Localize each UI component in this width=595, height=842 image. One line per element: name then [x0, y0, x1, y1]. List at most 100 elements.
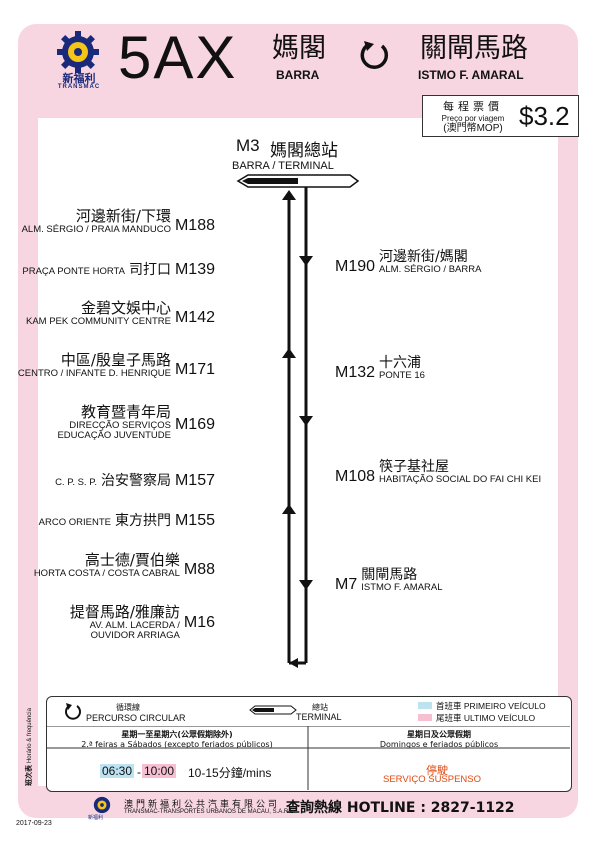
stop-code: M142 — [174, 309, 215, 327]
circular-route-icon — [65, 703, 81, 720]
direction-arrow — [289, 658, 298, 668]
timetable-side-label: 班次表 Horário & frequência — [26, 708, 33, 786]
stop-name-cn: 東方拱門 — [114, 513, 171, 529]
stop-name-pt: HABITAÇÃO SOCIAL DO FAI CHI KEI — [379, 474, 542, 486]
stop-name-cn: 關閘馬路 — [361, 567, 418, 583]
fare-amount: $3.2 — [519, 101, 570, 131]
origin-name-pt: BARRA — [276, 68, 320, 82]
transmac-logo-icon — [93, 796, 111, 814]
suspended-pt: SERVIÇO SUSPENSO — [383, 774, 482, 785]
stop-name-pt: EDUCAÇÃO JUVENTUDE — [57, 429, 171, 441]
terminal-icon — [236, 174, 360, 188]
stop-m188: 河邊新街/下環 ALM. SÉRGIO / PRAIA MANDUCO M188 — [22, 208, 215, 235]
print-date: 2017-09-23 — [16, 820, 52, 827]
terminal-name-cn: 媽閣總站 — [270, 141, 338, 161]
stop-m88: 高士德/賈伯樂 HORTA COSTA / COSTA CABRAL M88 — [34, 552, 215, 579]
circular-route-icon — [360, 41, 389, 69]
direction-arrow — [282, 190, 296, 200]
stop-m139: PRAÇA PONTE HORTA 司打口 M139 — [22, 261, 215, 279]
destination-name-cn: 關閘馬路 — [420, 33, 528, 64]
first-bus-swatch — [418, 702, 432, 709]
direction-arrow — [299, 256, 313, 266]
legend-circular-cn: 循環線 — [116, 703, 140, 712]
direction-arrow — [282, 348, 296, 358]
stop-name-cn: 中區/殷皇子馬路 — [60, 351, 171, 369]
stop-code: M88 — [183, 561, 215, 579]
stop-name-cn: 河邊新街/下環 — [75, 207, 171, 225]
stop-name-pt: DIRECÇÃO SERVIÇOS — [69, 419, 171, 431]
transmac-logo-icon — [57, 31, 99, 73]
last-bus-swatch — [418, 714, 432, 721]
direction-arrow — [299, 580, 313, 590]
stop-name-cn: 高士德/賈伯樂 — [84, 551, 180, 569]
stop-m155: ARCO ORIENTE 東方拱門 M155 — [39, 512, 215, 530]
stop-name-cn: 金碧文娛中心 — [80, 299, 171, 317]
operator-name-en: TRANSMAC — [57, 84, 101, 90]
footer-operator-cn: 新福利 — [88, 815, 104, 821]
stop-code: M155 — [174, 512, 215, 529]
stop-name-cn: 十六浦 — [379, 355, 422, 371]
legend-terminal-pt: TERMINAL — [296, 712, 342, 722]
stop-name-pt: C. P. S. P. — [55, 477, 97, 488]
stop-name-cn: 教育暨青年局 — [80, 403, 171, 421]
frequency: 10-15分鐘/mins — [188, 766, 272, 780]
stop-code: M139 — [174, 261, 215, 278]
terminal-name-pt: BARRA / TERMINAL — [232, 160, 334, 172]
stop-name-pt: ALM. SÉRGIO / BARRA — [379, 264, 482, 276]
time-separator: - — [137, 765, 141, 779]
legend-terminal-cn: 總站 — [312, 703, 328, 712]
operator-name-cn: 新福利 — [62, 72, 96, 85]
origin-name-cn: 媽閣 — [272, 33, 326, 64]
stop-m142: 金碧文娛中心 KAM PEK COMMUNITY CENTRE M142 — [26, 300, 215, 327]
suspended-cn: 停駛 — [426, 764, 448, 777]
stop-code: M7 — [335, 576, 358, 594]
stop-name-pt: CENTRO / INFANTE D. HENRIQUE — [17, 367, 171, 379]
terminal-icon — [249, 705, 297, 715]
fare-label-pt: Preço por viagem — [441, 114, 505, 123]
fare-box: 每程票價 Preço por viagem (澳門幣MOP) $3.2 — [422, 95, 579, 137]
last-bus-time: 10:00 — [142, 764, 177, 778]
legend-circular-pt: PERCURSO CIRCULAR — [86, 713, 186, 723]
weekday-header: 星期一至星期六(公眾假期除外) 2.ª feiras a Sábados (ex… — [81, 730, 273, 749]
stop-name-pt: PONTE 16 — [379, 370, 425, 382]
stop-name-pt: HORTA COSTA / COSTA CABRAL — [33, 567, 180, 579]
stop-name-pt: ISTMO F. AMARAL — [361, 582, 443, 594]
stop-code: M157 — [174, 472, 215, 489]
company-name-cn: 澳門新福利公共汽車有限公司 — [124, 800, 281, 810]
first-bus-time: 06:30 — [100, 764, 135, 778]
stop-code: M132 — [335, 364, 376, 382]
terminal-code: M3 — [236, 136, 260, 155]
legend-last: 尾班車 ULTIMO VEÍCULO — [436, 713, 536, 723]
stop-name-pt: ARCO ORIENTE — [38, 517, 111, 528]
stop-m7: M7 關閘馬路 ISTMO F. AMARAL — [335, 567, 443, 594]
timetable-grid — [46, 726, 570, 790]
stop-code: M108 — [335, 468, 376, 486]
stop-name-cn: 河邊新街/媽閣 — [379, 249, 468, 265]
stop-m171: 中區/殷皇子馬路 CENTRO / INFANTE D. HENRIQUE M1… — [18, 352, 215, 379]
stop-name-cn: 司打口 — [128, 262, 171, 278]
legend-first: 首班車 PRIMEIRO VEÍCULO — [436, 701, 546, 711]
stop-code: M16 — [183, 613, 215, 631]
hotline: 查詢熱線 HOTLINE : 2827-1122 — [286, 800, 515, 816]
stop-code: M169 — [174, 415, 215, 433]
stop-name-pt: ALM. SÉRGIO / PRAIA MANDUCO — [21, 223, 171, 235]
stop-m157: C. P. S. P. 治安警察局 M157 — [55, 472, 215, 490]
stop-code: M190 — [335, 258, 376, 276]
fare-currency: (澳門幣MOP) — [443, 123, 503, 134]
holiday-header: 星期日及公眾假期 Domingos e feriados públicos — [379, 730, 499, 749]
stop-name-pt: AV. ALM. LACERDA / — [89, 619, 180, 631]
stop-m132: M132 十六浦 PONTE 16 — [335, 355, 425, 382]
stop-code: M188 — [174, 217, 215, 235]
stop-m190: M190 河邊新街/媽閣 ALM. SÉRGIO / BARRA — [335, 249, 482, 276]
stop-name-cn: 治安警察局 — [100, 473, 171, 489]
route-number: 5AX — [118, 24, 238, 91]
stop-m169: 教育暨青年局 DIRECÇÃO SERVIÇOS EDUCAÇÃO JUVENT… — [57, 404, 215, 441]
stop-name-pt: PRAÇA PONTE HORTA — [22, 266, 125, 277]
stop-m108: M108 筷子基社屋 HABITAÇÃO SOCIAL DO FAI CHI K… — [335, 459, 542, 486]
company-name-pt: TRANSMAC-TRANSPORTES URBANOS DE MACAU, S… — [124, 809, 295, 815]
direction-arrow — [282, 504, 296, 514]
direction-arrow — [299, 416, 313, 426]
stop-name-cn: 提督馬路/雅廉訪 — [69, 603, 180, 621]
stop-name-pt: OUVIDOR ARRIAGA — [90, 629, 180, 641]
